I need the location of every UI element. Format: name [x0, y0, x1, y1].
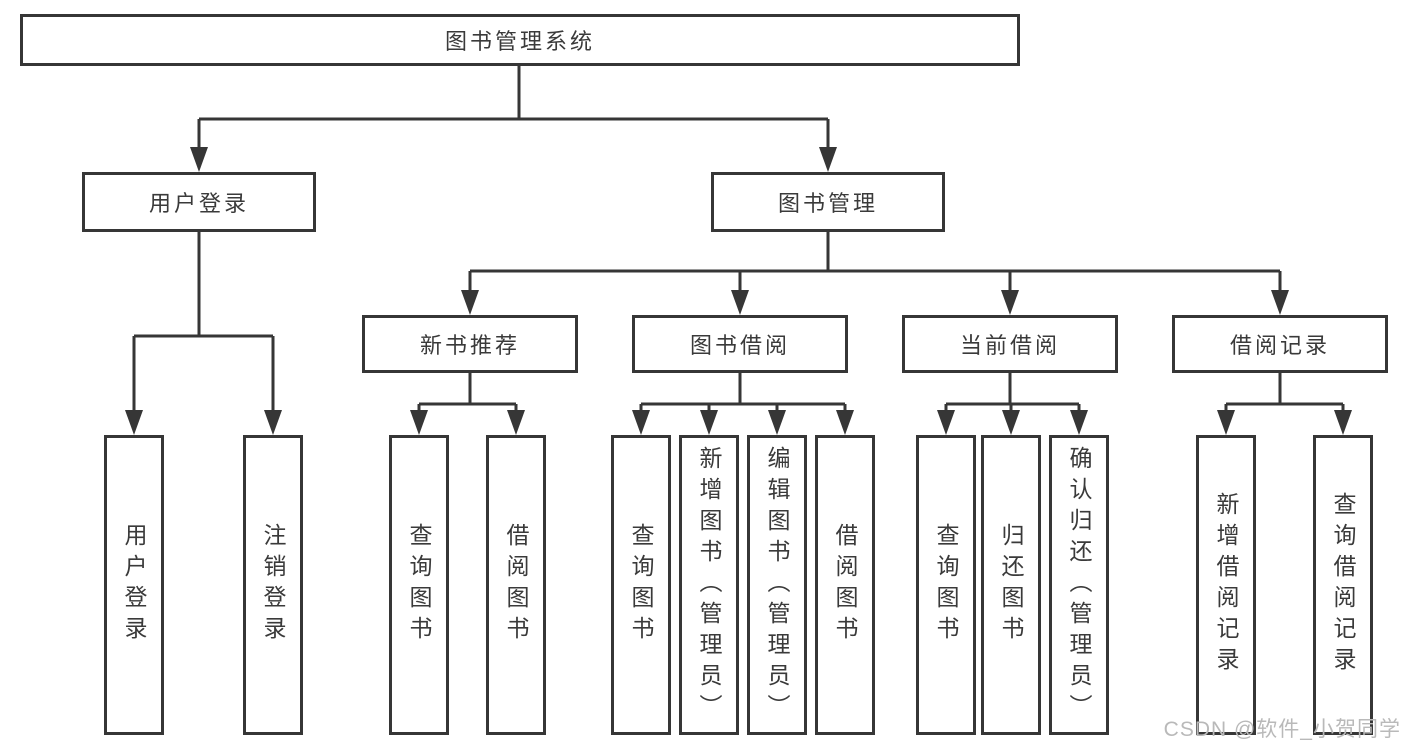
leaf-confirm-return-admin-label: 确认归还（管理员） [1066, 445, 1092, 725]
node-borrowing-records: 借阅记录 [1172, 315, 1388, 373]
leaf-borrowing-borrow-books-label: 借阅图书 [832, 523, 858, 647]
node-book-management-label: 图书管理 [777, 191, 878, 216]
leaf-query-borrow-record-label: 查询借阅记录 [1330, 492, 1356, 678]
node-book-management: 图书管理 [711, 172, 945, 232]
leaf-user-login-label: 用户登录 [121, 523, 147, 647]
leaf-edit-books-admin-label: 编辑图书（管理员） [764, 445, 790, 725]
node-user-login: 用户登录 [82, 172, 316, 232]
leaf-borrowing-query-books-label: 查询图书 [628, 523, 654, 647]
node-book-borrowing-label: 图书借阅 [689, 333, 790, 358]
leaf-logout-label: 注销登录 [260, 523, 286, 647]
leaf-return-books-label: 归还图书 [998, 523, 1024, 647]
leaf-borrowing-borrow-books: 借阅图书 [815, 435, 875, 735]
leaf-recommend-borrow-books: 借阅图书 [486, 435, 546, 735]
arrowheads [125, 147, 1352, 435]
leaf-current-query-books-label: 查询图书 [933, 523, 959, 647]
leaf-confirm-return-admin: 确认归还（管理员） [1049, 435, 1109, 735]
leaf-user-login: 用户登录 [104, 435, 164, 735]
leaf-borrowing-query-books: 查询图书 [611, 435, 671, 735]
leaf-add-borrow-record-label: 新增借阅记录 [1213, 492, 1239, 678]
csdn-watermark: CSDN @软件_小贺同学 [1163, 718, 1401, 741]
leaf-query-borrow-record: 查询借阅记录 [1313, 435, 1373, 735]
node-current-borrowing-label: 当前借阅 [959, 333, 1060, 358]
node-new-book-recommendation-label: 新书推荐 [419, 333, 520, 358]
leaf-add-books-admin: 新增图书（管理员） [679, 435, 739, 735]
leaf-edit-books-admin: 编辑图书（管理员） [747, 435, 807, 735]
leaf-recommend-query-books-label: 查询图书 [406, 523, 432, 647]
node-current-borrowing: 当前借阅 [902, 315, 1118, 373]
leaf-current-query-books: 查询图书 [916, 435, 976, 735]
node-new-book-recommendation: 新书推荐 [362, 315, 578, 373]
node-book-borrowing: 图书借阅 [632, 315, 848, 373]
node-borrowing-records-label: 借阅记录 [1229, 333, 1330, 358]
leaf-add-books-admin-label: 新增图书（管理员） [696, 445, 722, 725]
leaf-return-books: 归还图书 [981, 435, 1041, 735]
leaf-add-borrow-record: 新增借阅记录 [1196, 435, 1256, 735]
leaf-recommend-query-books: 查询图书 [389, 435, 449, 735]
node-root: 图书管理系统 [20, 14, 1020, 66]
node-user-login-label: 用户登录 [148, 191, 249, 216]
node-root-label: 图书管理系统 [444, 29, 595, 54]
leaf-recommend-borrow-books-label: 借阅图书 [503, 523, 529, 647]
leaf-logout: 注销登录 [243, 435, 303, 735]
